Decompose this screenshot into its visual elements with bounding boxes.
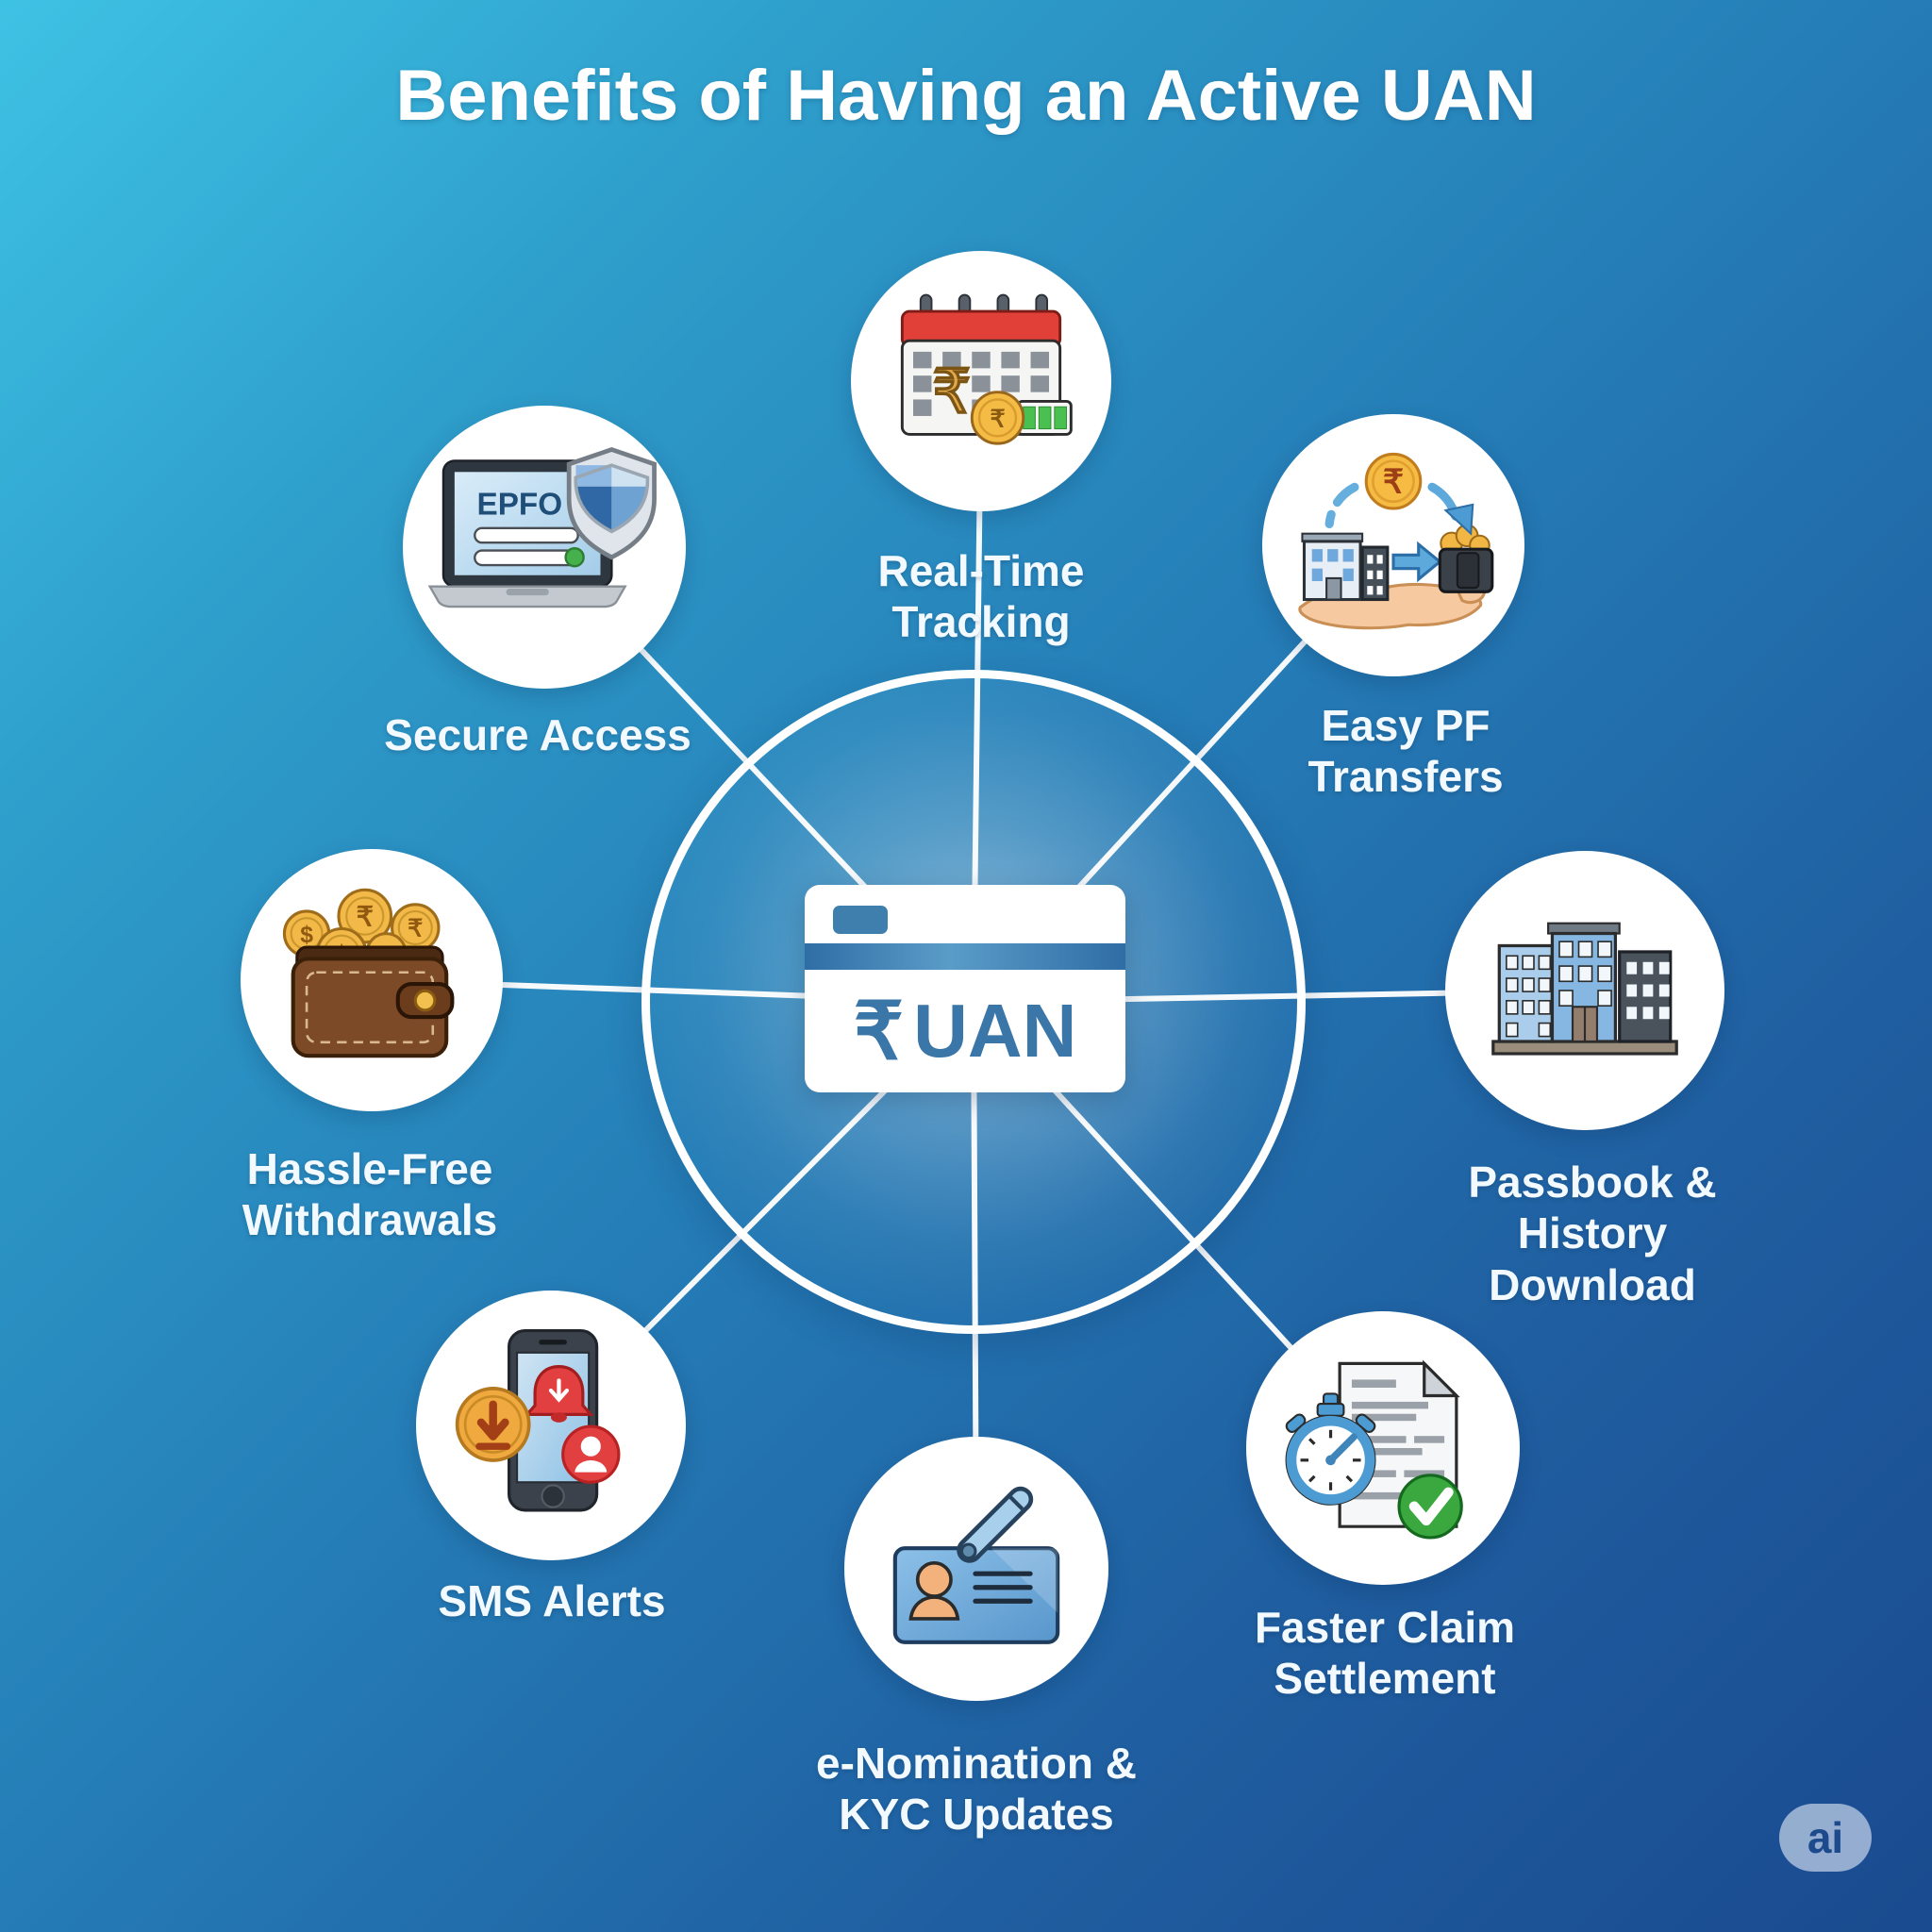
calendar-rupee-glyph: ₹ [932,358,971,425]
benefit-circle-secure-access: EPFO [403,406,686,689]
benefit-label-sms-alerts: SMS Alerts [438,1576,666,1625]
pen-icon [957,1486,1034,1563]
page-title: Benefits of Having an Active UAN [395,56,1537,136]
benefit-label-e-nomination-kyc: e-Nomination & KYC Updates [816,1739,1137,1840]
benefit-circle-hassle-free-withdrawals: $ ₹ ₹ $ [241,849,503,1111]
epfo-screen-text: EPFO [477,488,563,523]
card-magnetic-stripe [805,943,1125,970]
benefit-label-easy-pf-transfers: Easy PF Transfers [1307,701,1504,802]
coin-rupee-glyph: ₹ [990,407,1005,433]
benefit-label-secure-access: Secure Access [384,710,691,759]
download-coin-icon [455,1387,531,1462]
benefit-circle-easy-pf-transfers: ₹ [1262,414,1524,676]
benefit-circle-faster-claim [1246,1311,1520,1585]
id-card-pen-icon [892,1486,1060,1644]
benefit-circle-sms-alerts [416,1291,686,1560]
card-label: ₹ UAN [805,979,1125,1083]
stopwatch-icon [1285,1392,1376,1506]
check-circle-icon [1397,1474,1463,1540]
rupee-symbol: ₹ [853,987,905,1075]
ai-watermark-text: ai [1807,1813,1844,1862]
benefit-label-faster-claim: Faster Claim Settlement [1254,1603,1516,1704]
person-avatar [915,1560,953,1598]
calendar-coin-progress-icon: ₹ ₹ [900,293,1073,445]
transfer-arrow [1391,541,1442,583]
building-arrow-wallet-hand-icon: ₹ [1298,452,1494,630]
benefit-circle-e-nomination-kyc [844,1437,1108,1701]
phone-notifications-coin-icon [455,1328,621,1512]
coin-symbol: ₹ [408,916,423,942]
coin-symbol: $ [300,923,313,948]
uan-text: UAN [913,989,1077,1073]
benefit-circle-real-time-tracking: ₹ ₹ [851,251,1111,511]
coin-symbol: ₹ [357,902,374,932]
stopwatch-document-check-icon [1285,1359,1463,1540]
benefit-label-real-time-tracking: Real-Time Tracking [877,546,1085,647]
transfer-coin-rupee-glyph: ₹ [1383,464,1404,501]
benefit-circle-passbook-history [1445,851,1724,1130]
benefit-label-passbook-history: Passbook & History Download [1468,1158,1717,1309]
laptop-epfo-shield-icon: EPFO [427,441,657,608]
wallet-coins-icon: $ ₹ ₹ $ [282,888,455,1058]
bell-icon [524,1365,594,1423]
ai-watermark-badge: ai [1779,1804,1872,1872]
benefit-label-hassle-free-withdrawals: Hassle-Free Withdrawals [242,1144,498,1245]
office-buildings-icon [1491,922,1678,1056]
contact-alert-icon [561,1424,621,1484]
uan-card: ₹ UAN [805,885,1125,1092]
card-chip [833,906,888,934]
